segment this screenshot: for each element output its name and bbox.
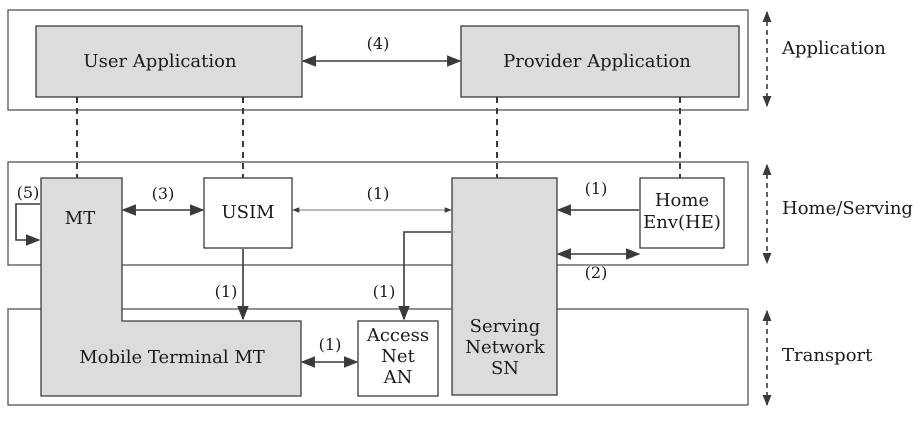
- provider-application-label: Provider Application: [503, 51, 691, 72]
- access-net-line-3: AN: [383, 367, 413, 388]
- mt-self-loop: [15, 203, 41, 246]
- usim-label: USIM: [221, 202, 274, 223]
- user-application-label: User Application: [83, 51, 237, 72]
- access-net-line-2: Net: [381, 346, 415, 367]
- mt-label: MT: [65, 208, 95, 229]
- application-layer-band: [7, 9, 749, 111]
- serving-network-line-3: SN: [491, 358, 519, 379]
- mt-an-label: (1): [319, 335, 342, 354]
- he-sn-top-label: (1): [585, 179, 608, 198]
- sn-an-label: (1): [373, 282, 396, 301]
- transport-layer-label: Transport: [782, 345, 873, 366]
- home-env-line-2: Env(HE): [643, 212, 721, 233]
- application-layer-label: Application: [781, 38, 886, 59]
- mobile-terminal-shape: [40, 177, 302, 397]
- serving-network-box: [451, 177, 558, 396]
- usim-sn-label: (1): [367, 184, 390, 203]
- sn-an-arrow: [398, 231, 451, 321]
- he-sn-bottom-label: (2): [585, 263, 608, 282]
- app-link-label: (4): [367, 34, 390, 53]
- home-serving-layer-band: [7, 161, 749, 266]
- provider-application-box: [460, 25, 740, 98]
- access-net-line-1: Access: [366, 325, 429, 346]
- mt-self-label: (5): [17, 183, 40, 202]
- serving-network-line-1: Serving: [470, 316, 541, 337]
- home-env-box: [639, 177, 725, 249]
- mobile-terminal-label: Mobile Terminal MT: [79, 347, 265, 368]
- serving-network-line-2: Network: [465, 337, 545, 358]
- usim-down-label: (1): [215, 282, 238, 301]
- transport-layer-band: [7, 308, 749, 406]
- home-env-line-1: Home: [655, 190, 709, 211]
- dashed-connectors: [76, 97, 681, 178]
- home-serving-layer-label: Home/Serving: [782, 198, 913, 219]
- access-net-box: [357, 320, 439, 397]
- mt-usim-label: (3): [152, 184, 175, 203]
